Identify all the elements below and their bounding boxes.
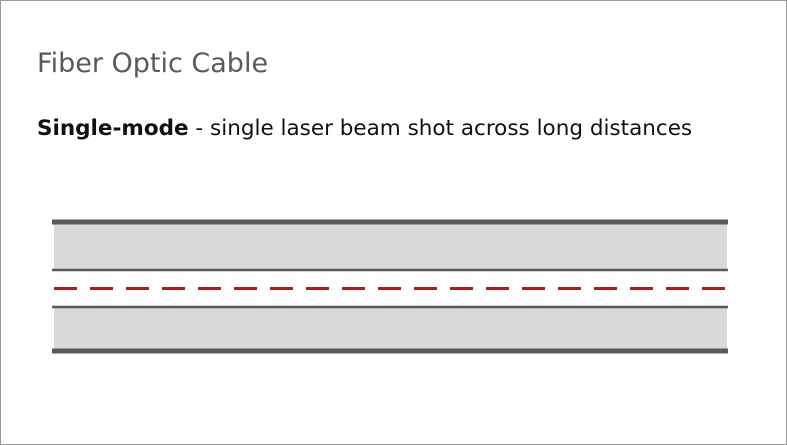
slide-title: Fiber Optic Cable (37, 48, 269, 79)
cladding-top (54, 222, 727, 270)
description-text: single laser beam shot across long dista… (210, 116, 693, 141)
description-separator: - (188, 116, 211, 141)
slide-description: Single-mode - single laser beam shot acr… (37, 117, 692, 141)
description-term: Single-mode (37, 116, 189, 141)
cladding-bottom (54, 307, 727, 351)
